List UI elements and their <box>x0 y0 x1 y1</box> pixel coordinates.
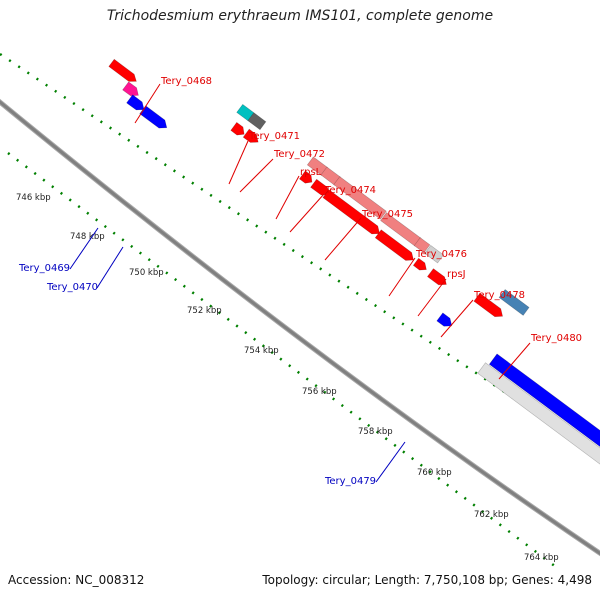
gene-label: Tery_0472 <box>273 149 325 160</box>
tick-row-2 <box>7 152 560 568</box>
gene-label-leader <box>239 158 274 193</box>
gene-label-leader <box>289 193 325 233</box>
tick-label: 746 kbp <box>16 193 51 203</box>
gene-tery-0475-pale <box>333 176 387 220</box>
gene-label-leader <box>324 217 362 261</box>
gene-tery-0472 <box>247 112 267 131</box>
tick-label: 756 kbp <box>302 387 337 397</box>
tick-label: 748 kbp <box>70 232 105 242</box>
gene-label-leader <box>69 227 99 270</box>
gene-label: rpsL <box>300 167 322 178</box>
tick-label: 754 kbp <box>244 346 279 356</box>
tick-label: 760 kbp <box>417 468 452 478</box>
gene-label-leader <box>388 257 416 297</box>
gene-tery-0480 <box>498 289 530 316</box>
gene-grey-long <box>477 362 600 465</box>
tick-label: 764 kbp <box>524 553 559 563</box>
genome-summary-text: Topology: circular; Length: 7,750,108 bp… <box>262 573 592 587</box>
tick-label: 762 kbp <box>474 510 509 520</box>
gene-red-c1 <box>473 292 503 318</box>
gene-tery-0470b <box>139 105 168 129</box>
gene-label: Tery_0470 <box>46 282 98 293</box>
gene-label: rpsJ <box>447 269 466 280</box>
gene-tery-0474-pale <box>320 166 342 186</box>
gene-red-b1 <box>298 170 313 184</box>
gene-tery-0479 <box>436 312 453 327</box>
map-title: Trichodesmium erythraeum IMS101, complet… <box>106 8 494 24</box>
gene-tery-0478-grey <box>424 244 444 264</box>
gene-label: Tery_0480 <box>530 333 582 344</box>
gene-red-a2 <box>242 128 259 143</box>
gene-label: Tery_0476 <box>415 249 467 260</box>
gene-tery-0469 <box>122 81 139 97</box>
gene-red-a1 <box>230 121 245 136</box>
gene-label: Tery_0474 <box>324 185 376 196</box>
gene-rpsl-pale <box>306 156 329 177</box>
gene-label-leader <box>498 342 531 380</box>
gene-tery-0470a <box>126 94 145 111</box>
gene-red-b6 <box>426 268 447 286</box>
gene-red-b5 <box>412 257 427 271</box>
gene-label: Tery_0478 <box>473 290 525 301</box>
gene-label-leader <box>440 299 474 338</box>
tick-label: 758 kbp <box>358 427 393 437</box>
tick-label: 750 kbp <box>129 268 164 278</box>
gene-label: Tery_0469 <box>18 263 70 274</box>
accession-text: Accession: NC_008312 <box>8 573 145 587</box>
gene-label-leader <box>96 246 124 289</box>
gene-label-leader <box>228 140 249 185</box>
gene-rpsj-pale <box>413 237 431 254</box>
gene-label: Tery_0479 <box>324 476 376 487</box>
tick-label: 752 kbp <box>187 306 222 316</box>
gene-label-leader <box>275 175 300 220</box>
gene-label: Tery_0468 <box>160 76 212 87</box>
gene-blue-long <box>488 353 600 448</box>
gene-red-b3 <box>322 189 380 235</box>
gene-tery-0468 <box>108 58 137 82</box>
gene-label-leader <box>417 278 447 317</box>
gene-label-leader <box>375 441 406 483</box>
gene-label: Tery_0475 <box>361 209 413 220</box>
gene-red-b4 <box>374 229 414 261</box>
gene-label-leader <box>134 83 161 124</box>
gene-label: Tery_0471 <box>248 131 300 142</box>
backbone-line <box>0 100 600 556</box>
